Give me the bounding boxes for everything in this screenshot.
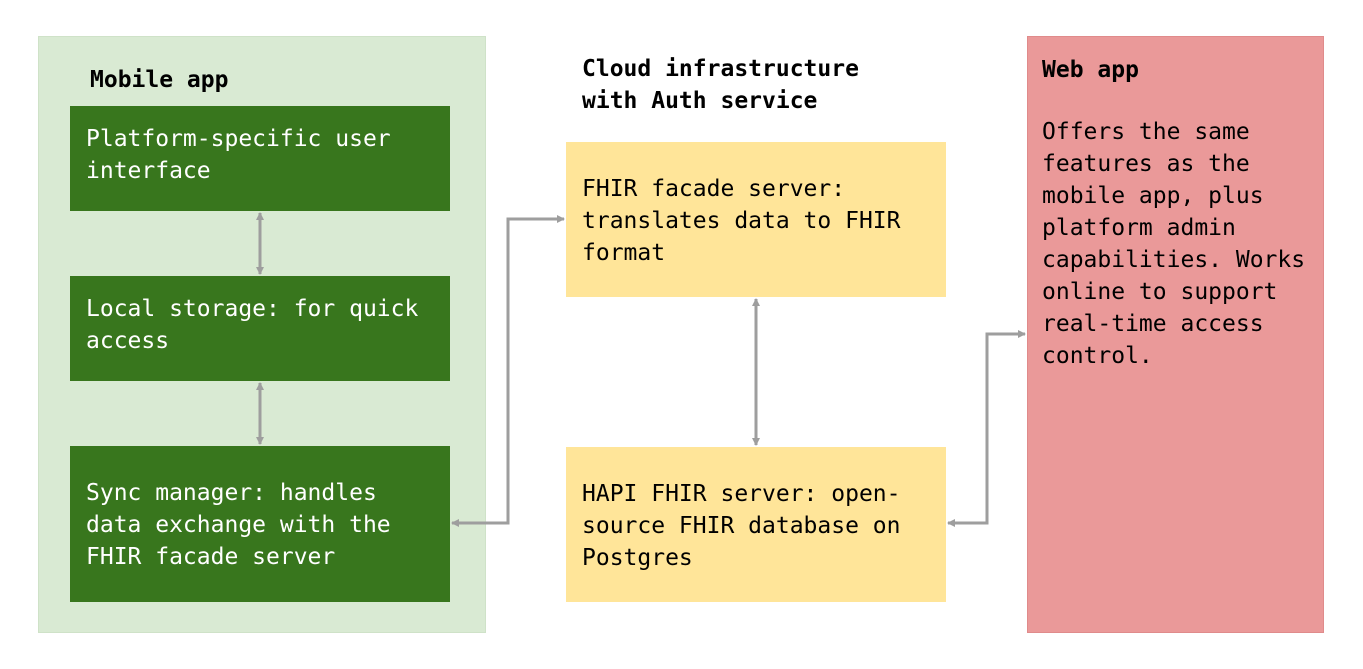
cloud-infrastructure-title: Cloud infrastructure with Auth service (582, 56, 859, 114)
web-app-title: Web app (1042, 57, 1139, 83)
sync-manager-box: Sync manager: handles data exchange with… (70, 446, 450, 602)
sync-facade-connector (451, 215, 565, 527)
platform-ui-box: Platform-specific user interface (70, 106, 450, 211)
hapi-fhir-server-box: HAPI FHIR server: open-source FHIR datab… (566, 447, 946, 602)
hapi-webapp-connector (947, 330, 1026, 527)
web-app-group (1027, 36, 1324, 633)
web-app-description: Offers the same features as the mobile a… (1042, 119, 1306, 369)
mobile-app-title: Mobile app (90, 67, 229, 93)
fhir-facade-server-box: FHIR facade server: translates data to F… (566, 142, 946, 297)
local-storage-box: Local storage: for quick access (70, 276, 450, 381)
